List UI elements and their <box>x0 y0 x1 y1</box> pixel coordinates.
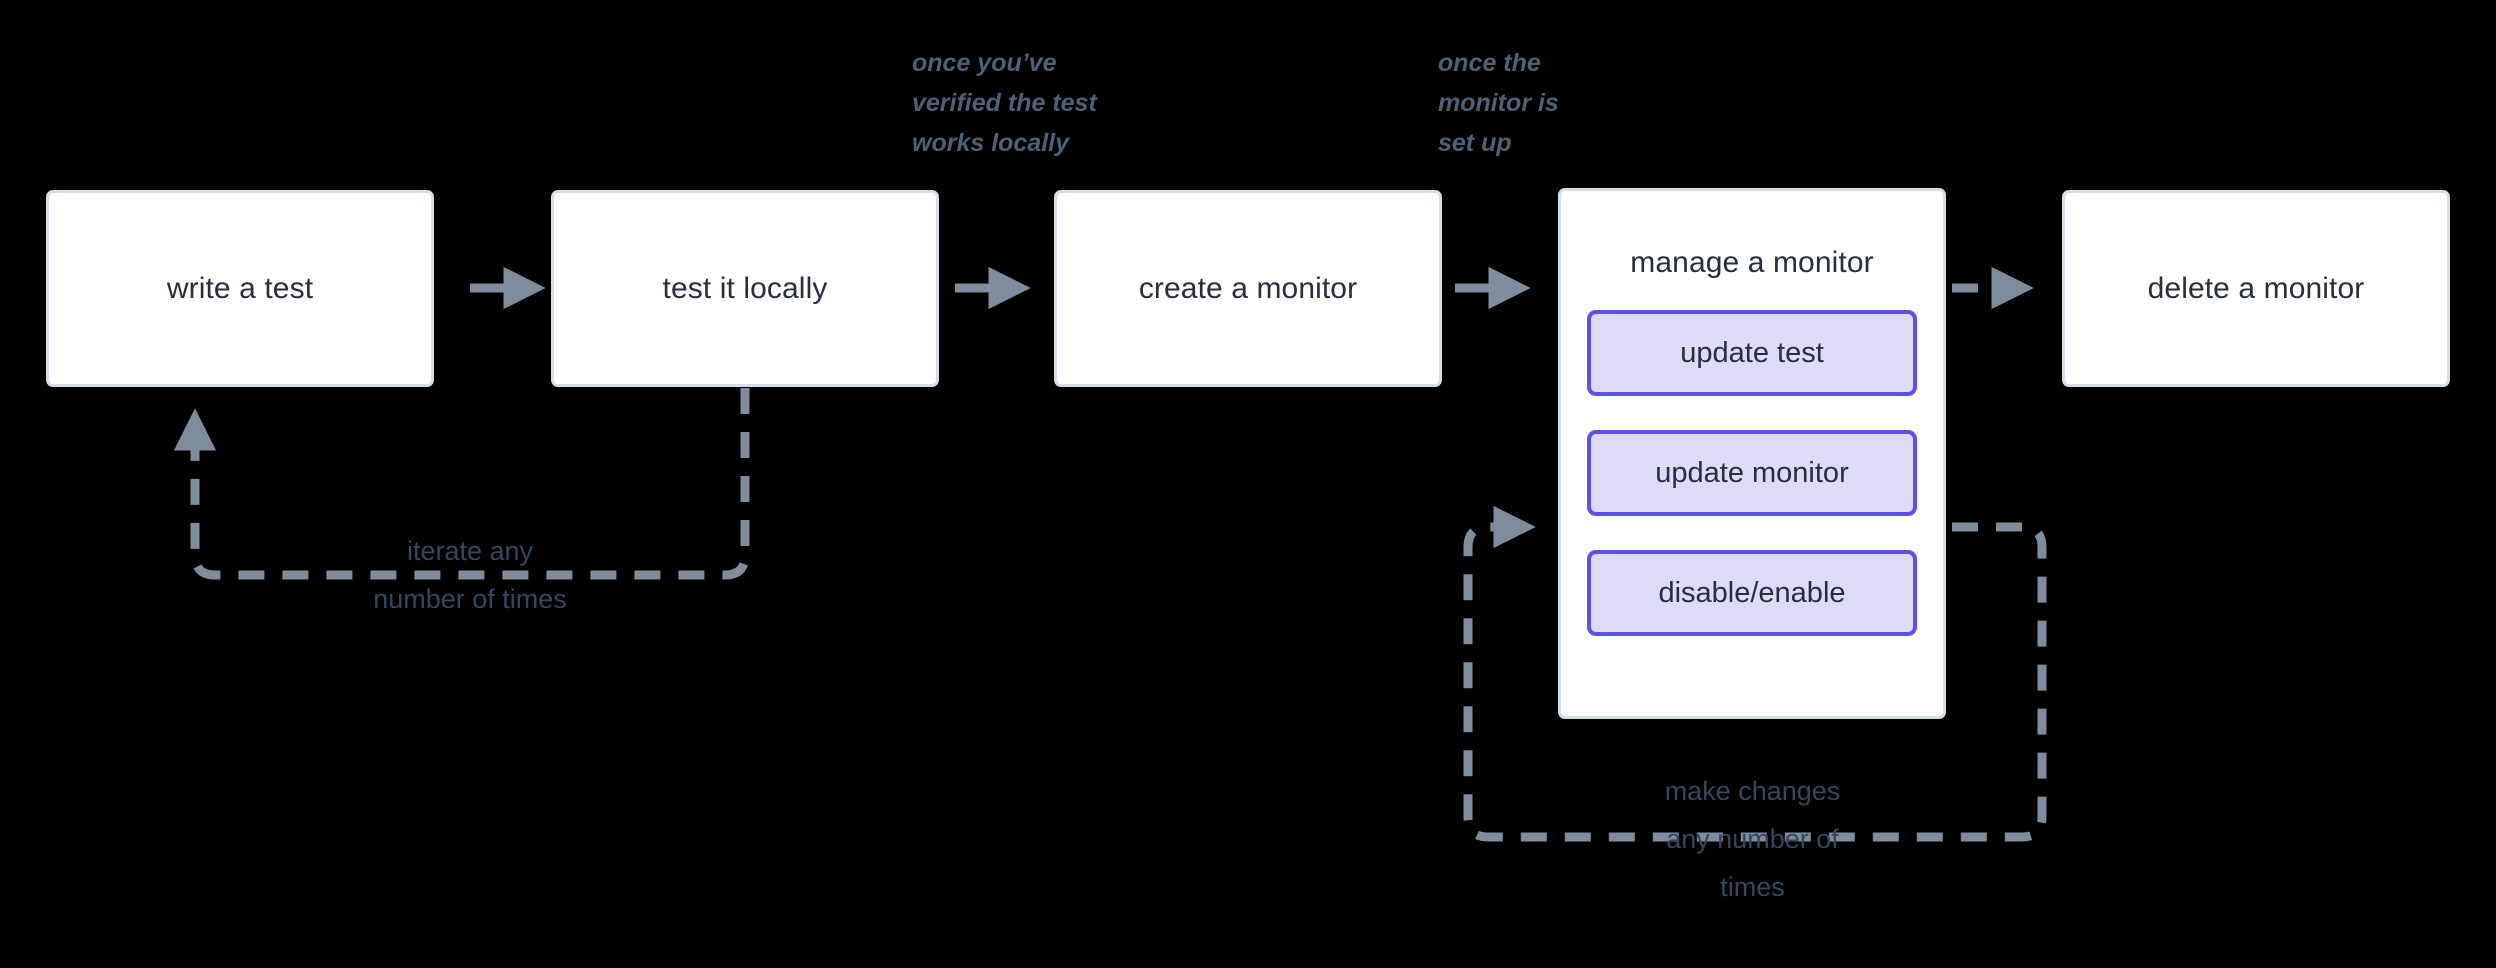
node-test-it-locally[interactable]: test it locally <box>551 190 939 387</box>
node-label: manage a monitor <box>1630 246 1874 279</box>
subnode-label: update monitor <box>1655 456 1849 489</box>
node-write-a-test[interactable]: write a test <box>46 190 434 387</box>
subnode-update-monitor[interactable]: update monitor <box>1587 430 1917 516</box>
subnode-label: disable/enable <box>1658 576 1846 609</box>
node-label: create a monitor <box>1138 271 1358 305</box>
node-create-a-monitor[interactable]: create a monitor <box>1054 190 1442 387</box>
node-label: delete a monitor <box>2147 271 2365 305</box>
edge-note-setup: once the monitor is set up <box>1438 49 1559 157</box>
subnode-update-test[interactable]: update test <box>1587 310 1917 396</box>
subnode-label: update test <box>1680 336 1824 369</box>
edge-note-verified: once you’ve verified the test works loca… <box>912 49 1097 157</box>
node-manage-a-monitor[interactable]: manage a monitor update test update moni… <box>1558 188 1946 719</box>
subnode-disable-enable[interactable]: disable/enable <box>1587 550 1917 636</box>
node-delete-a-monitor[interactable]: delete a monitor <box>2062 190 2450 387</box>
loop-caption-iterate: iterate any number of times <box>373 536 567 614</box>
node-label: write a test <box>166 271 314 305</box>
loop-caption-make-changes: make changes any number of times <box>1664 776 1841 902</box>
node-label: test it locally <box>662 271 828 305</box>
